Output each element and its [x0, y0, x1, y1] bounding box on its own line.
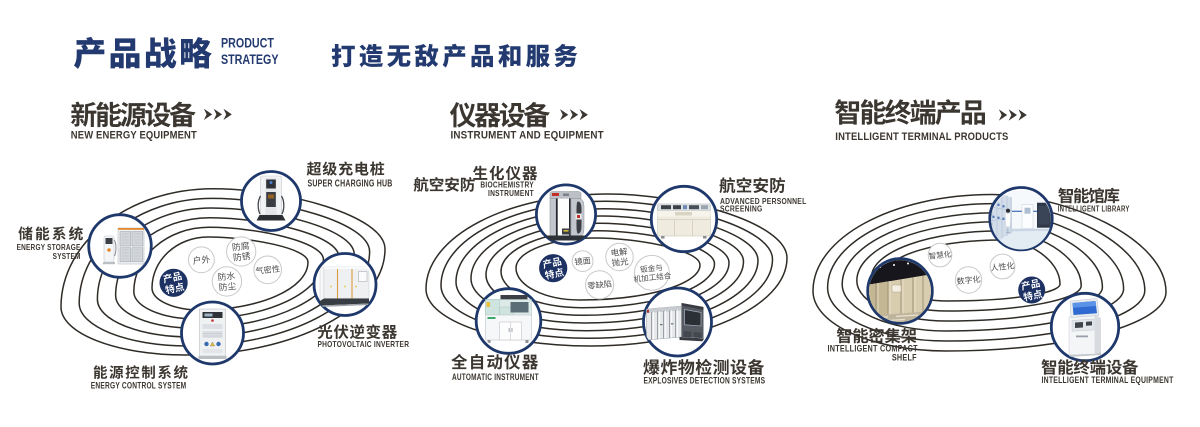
- svg-text:EXPLOSIVES DETECTION SYSTEMS: EXPLOSIVES DETECTION SYSTEMS: [644, 375, 766, 385]
- svg-text:PHOTOVOLTAIC INVERTER: PHOTOVOLTAIC INVERTER: [318, 339, 410, 349]
- svg-text:INTELLIGENT COMPACT: INTELLIGENT COMPACT: [828, 342, 918, 353]
- svg-text:ENERGY STORAGE: ENERGY STORAGE: [17, 242, 81, 252]
- svg-text:INTELLIGENT LIBRARY: INTELLIGENT LIBRARY: [1058, 203, 1130, 213]
- svg-text:NEW ENERGY EQUIPMENT: NEW ENERGY EQUIPMENT: [71, 130, 198, 142]
- svg-text:SUPER CHARGING HUB: SUPER CHARGING HUB: [308, 177, 393, 189]
- svg-text:BIOCHEMISTRY: BIOCHEMISTRY: [480, 180, 534, 190]
- svg-text:SCREENING: SCREENING: [720, 204, 763, 214]
- svg-text:INTELLIGENT TERMINAL PRODUCTS: INTELLIGENT TERMINAL PRODUCTS: [835, 131, 1008, 143]
- svg-text:SHELF: SHELF: [892, 352, 917, 363]
- svg-text:ENERGY CONTROL SYSTEM: ENERGY CONTROL SYSTEM: [91, 380, 187, 390]
- svg-text:INSTRUMENT AND EQUIPMENT: INSTRUMENT AND EQUIPMENT: [451, 129, 605, 142]
- svg-text:PRODUCT: PRODUCT: [221, 35, 274, 51]
- svg-text:STRATEGY: STRATEGY: [221, 52, 279, 68]
- svg-text:SYSTEM: SYSTEM: [53, 251, 81, 261]
- svg-text:ADVANCED PERSONNEL: ADVANCED PERSONNEL: [720, 196, 806, 206]
- svg-text:INTELLIGENT TERMINAL EQUIPMENT: INTELLIGENT TERMINAL EQUIPMENT: [1042, 375, 1174, 385]
- svg-text:AUTOMATIC INSTRUMENT: AUTOMATIC INSTRUMENT: [452, 372, 539, 383]
- svg-text:INSTRUMENT: INSTRUMENT: [488, 189, 534, 199]
